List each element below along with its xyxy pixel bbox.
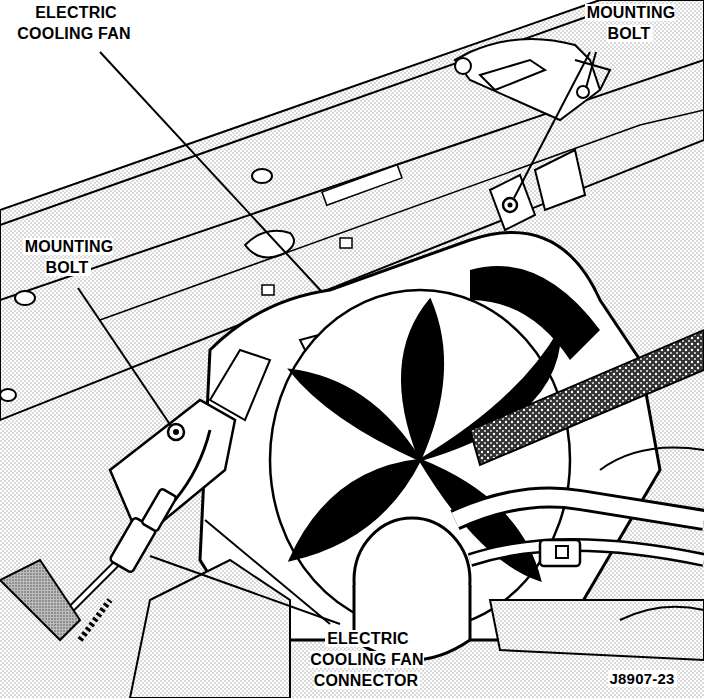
figure-number-box: J8907-23 [588, 668, 696, 689]
part-label: ELECTRIC COOLING FAN [17, 4, 132, 42]
part-label: ELECTRIC COOLING FAN CONNECTOR [310, 630, 423, 689]
figure-number: J8907-23 [608, 670, 677, 687]
part-label: MOUNTING BOLT [585, 4, 676, 42]
leader-lines [78, 52, 596, 624]
part-label: MOUNTING BOLT [23, 238, 114, 276]
part-label-box: MOUNTING BOLT [566, 2, 694, 44]
part-label-box: ELECTRIC COOLING FAN [0, 2, 150, 44]
part-label-box: MOUNTING BOLT [4, 236, 132, 278]
part-label-box: ELECTRIC COOLING FAN CONNECTOR [300, 628, 434, 691]
